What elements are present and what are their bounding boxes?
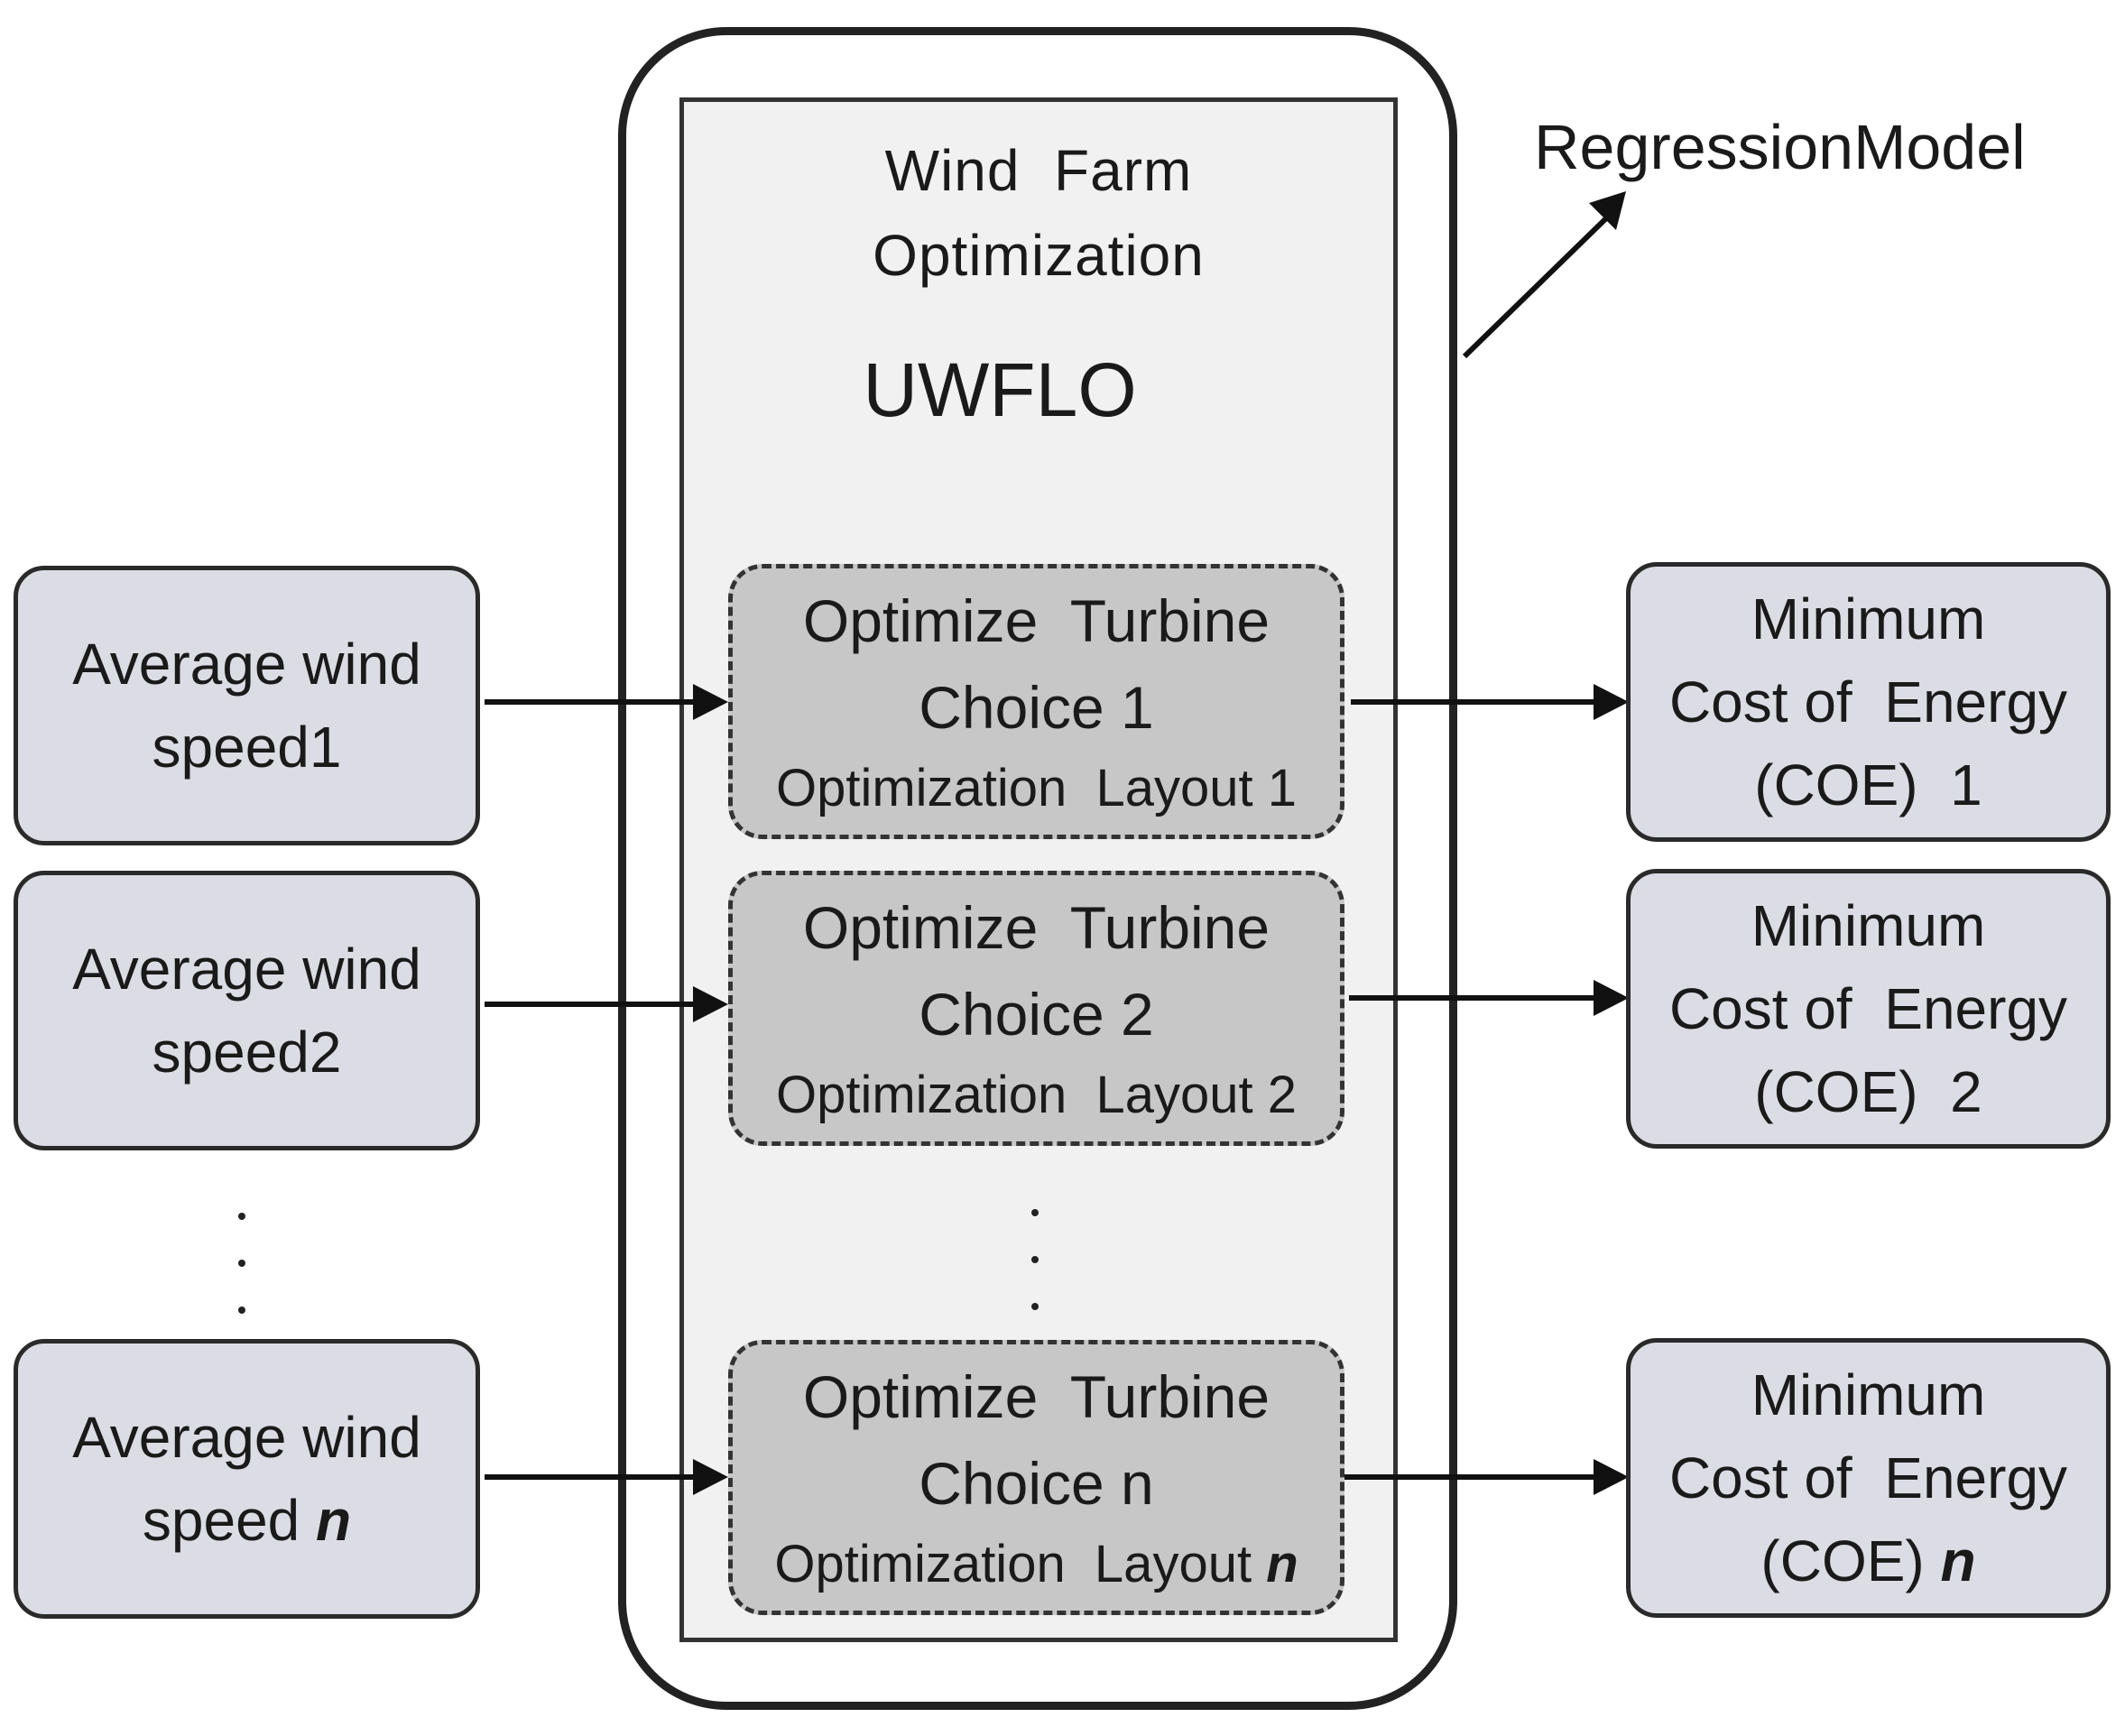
- input-speed-line: speed n: [143, 1479, 351, 1562]
- regression-model-label: RegressionModel: [1534, 112, 2026, 182]
- input-label: Average wind: [72, 632, 421, 697]
- arrowhead-input-2: [693, 986, 728, 1022]
- input-speed-word: speed: [152, 715, 310, 780]
- choice-line: Choice 2: [919, 971, 1154, 1057]
- input-box-n: Average wind speed n: [14, 1339, 480, 1619]
- uwflo-label: UWFLO: [863, 347, 1137, 432]
- choice-index: 1: [1121, 673, 1154, 741]
- title-line-1: Wind Farm: [884, 138, 1193, 203]
- choice-word: Choice: [919, 673, 1122, 741]
- arrowhead-input-n: [693, 1459, 728, 1495]
- ellipsis-dot: [1031, 1303, 1039, 1310]
- coe-index: n: [1940, 1528, 1976, 1593]
- cost-of-energy-label: Cost of Energy: [1668, 1445, 2068, 1510]
- layout-index: n: [1266, 1534, 1298, 1593]
- title-line-2: Optimization: [873, 223, 1205, 288]
- input-box-2: Average wind speed2: [14, 871, 480, 1150]
- arrowhead-regression: [1589, 191, 1626, 230]
- input-index: 2: [309, 1020, 342, 1085]
- optimize-turbine-label: Optimize Turbine: [802, 586, 1270, 654]
- input-label: Average wind: [72, 1405, 421, 1470]
- output-box-2: Minimum Cost of Energy (COE) 2: [1626, 869, 2111, 1149]
- optimization-box-2: Optimize Turbine Choice 2 Optimization L…: [728, 871, 1344, 1146]
- ellipsis-dot: [238, 1307, 245, 1314]
- layout-line: Optimization Layout 2: [776, 1057, 1297, 1133]
- choice-index: n: [1121, 1449, 1154, 1517]
- input-label: Average wind: [72, 937, 421, 1002]
- arrowhead-output-2: [1594, 980, 1629, 1016]
- layout-line: Optimization Layout 1: [776, 751, 1297, 826]
- coe-line: (COE) 1: [1754, 743, 1982, 826]
- output-box-1: Minimum Cost of Energy (COE) 1: [1626, 562, 2111, 842]
- wind-farm-optimization-title: Wind Farm Optimization: [679, 128, 1398, 298]
- layout-words: Optimization Layout: [775, 758, 1268, 817]
- optimize-turbine-label: Optimize Turbine: [802, 893, 1270, 961]
- arrowhead-input-1: [693, 684, 728, 720]
- input-speed-line: speed1: [152, 706, 342, 789]
- minimum-label: Minimum: [1751, 586, 1986, 651]
- cost-of-energy-label: Cost of Energy: [1668, 669, 2068, 734]
- output-box-n: Minimum Cost of Energy (COE) n: [1626, 1338, 2111, 1618]
- choice-word: Choice: [919, 980, 1122, 1048]
- layout-index: 1: [1267, 758, 1298, 817]
- choice-line: Choice n: [919, 1440, 1154, 1527]
- coe-line: (COE) n: [1760, 1519, 1975, 1602]
- coe-index: 2: [1950, 1059, 1982, 1124]
- input-index: 1: [309, 715, 342, 780]
- minimum-label: Minimum: [1751, 893, 1986, 958]
- ellipsis-dot: [238, 1260, 245, 1267]
- ellipsis-dot: [1031, 1209, 1039, 1216]
- optimize-turbine-label: Optimize Turbine: [802, 1362, 1270, 1430]
- ellipsis-inputs: [233, 1193, 251, 1334]
- ellipsis-optimizations: [1026, 1189, 1044, 1330]
- optimization-box-n: Optimize Turbine Choice n Optimization L…: [728, 1340, 1344, 1615]
- layout-words: Optimization Layout: [774, 1534, 1267, 1593]
- coe-line: (COE) 2: [1754, 1050, 1982, 1133]
- coe-word: (COE): [1754, 1059, 1951, 1124]
- coe-index: 1: [1950, 753, 1982, 817]
- layout-index: 2: [1267, 1065, 1298, 1124]
- input-index: n: [316, 1488, 352, 1553]
- input-box-1: Average wind speed1: [14, 566, 480, 845]
- arrow-regression: [1462, 216, 1609, 359]
- choice-word: Choice: [919, 1449, 1122, 1517]
- arrowhead-output-n: [1594, 1459, 1629, 1495]
- coe-word: (COE): [1754, 753, 1951, 817]
- coe-word: (COE): [1760, 1528, 1941, 1593]
- optimization-box-1: Optimize Turbine Choice 1 Optimization L…: [728, 564, 1344, 839]
- input-speed-word: speed: [152, 1020, 310, 1085]
- input-speed-word: speed: [142, 1488, 317, 1553]
- layout-line: Optimization Layout n: [774, 1527, 1298, 1602]
- ellipsis-dot: [238, 1213, 245, 1220]
- layout-words: Optimization Layout: [775, 1065, 1268, 1124]
- ellipsis-dot: [1031, 1256, 1039, 1263]
- choice-index: 2: [1121, 980, 1154, 1048]
- cost-of-energy-label: Cost of Energy: [1668, 976, 2068, 1041]
- input-speed-line: speed2: [152, 1011, 342, 1094]
- minimum-label: Minimum: [1751, 1362, 1986, 1427]
- choice-line: Choice 1: [919, 664, 1154, 751]
- arrowhead-output-1: [1594, 684, 1629, 720]
